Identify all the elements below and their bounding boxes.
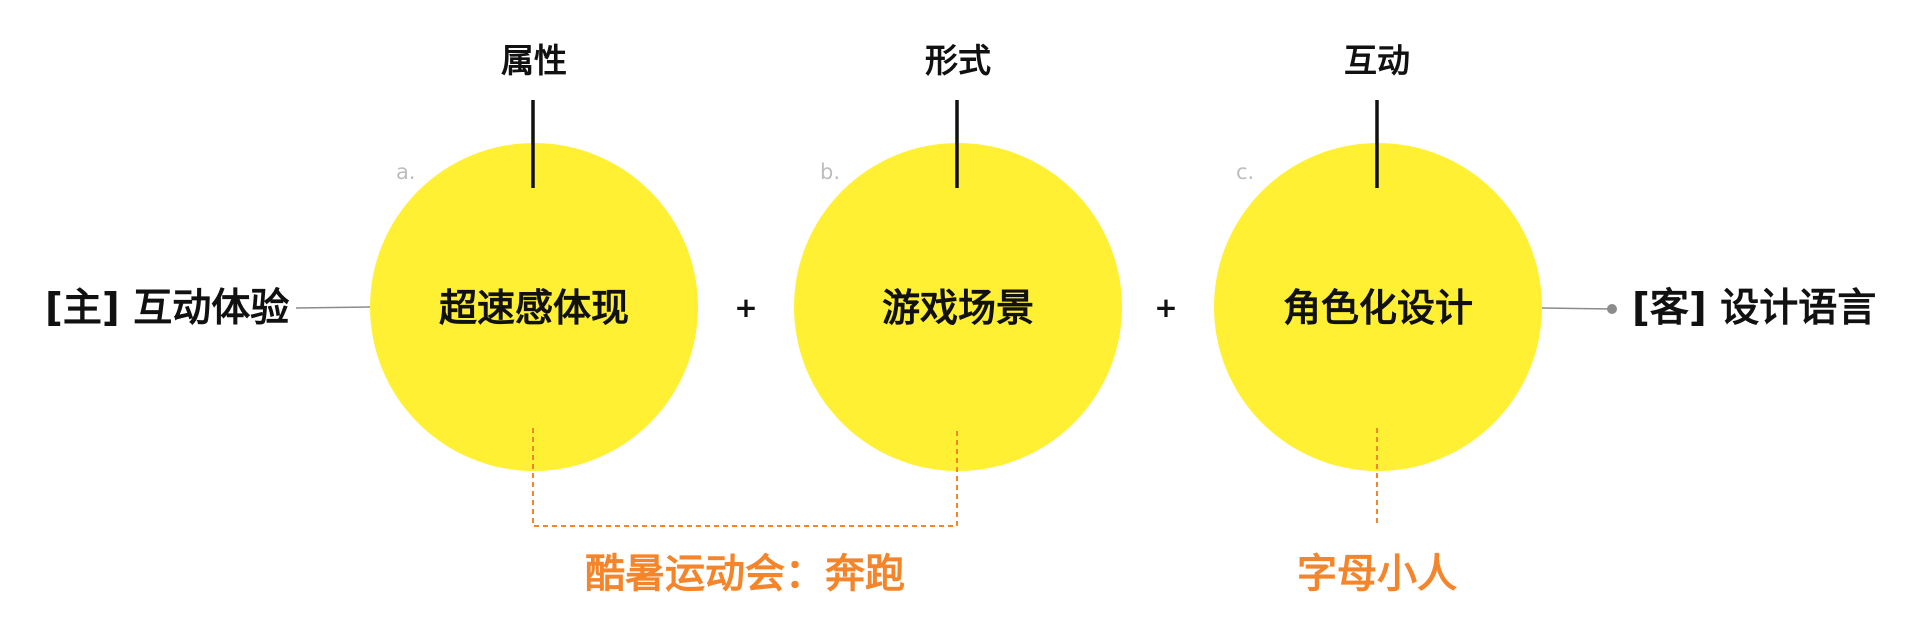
circle-a (370, 143, 698, 471)
circle-c-center-label: 角色化设计 (1283, 286, 1473, 330)
output-label-second: 字母小人 (1297, 551, 1457, 597)
circle-b (794, 143, 1122, 471)
dashed-bracket-ab (532, 428, 958, 527)
left-label: [主] 互动体验 (45, 286, 289, 331)
circle-c (1214, 143, 1542, 471)
circle-b-top-label: 形式 (925, 41, 991, 80)
circle-c-top-label: 互动 (1344, 41, 1410, 80)
right-connector-dot (1607, 304, 1617, 314)
left-connector-line (295, 306, 371, 309)
plus-sign-ab: + (734, 291, 757, 324)
output-label-first: 酷暑运动会：奔跑 (585, 551, 905, 597)
right-connector-line (1541, 307, 1613, 310)
plus-sign-bc: + (1154, 291, 1177, 324)
circle-b-letter: b. (820, 160, 840, 184)
circle-a-center-label: 超速感体现 (439, 286, 629, 330)
circle-a-letter: a. (396, 160, 416, 184)
circle-b-center-label: 游戏场景 (882, 286, 1034, 330)
right-label: [客] 设计语言 (1632, 286, 1876, 331)
circle-a-top-label: 属性 (501, 41, 567, 80)
circle-c-letter: c. (1236, 160, 1254, 184)
